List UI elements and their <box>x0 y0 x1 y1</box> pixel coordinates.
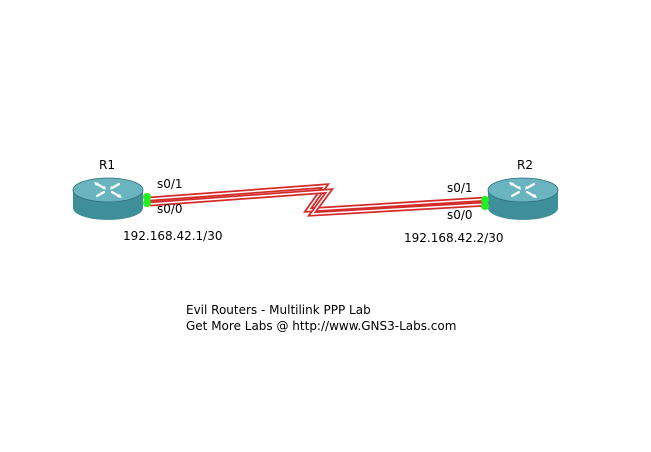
interface-status-dot <box>143 193 151 207</box>
lab-title: Evil Routers - Multilink PPP Lab <box>186 303 371 317</box>
router-icon[interactable] <box>487 177 559 220</box>
router-r2-name: R2 <box>517 158 533 172</box>
interface-status-dot <box>481 196 489 210</box>
r2-interface-s0-0-label: s0/0 <box>447 208 473 222</box>
r1-interface-s0-0-label: s0/0 <box>157 202 183 216</box>
r2-ip-address: 192.168.42.2/30 <box>404 231 504 245</box>
r2-interface-s0-1-label: s0/1 <box>447 181 473 195</box>
router-r1-name: R1 <box>99 158 115 172</box>
r1-interface-s0-1-label: s0/1 <box>157 177 183 191</box>
serial-link-s0-0[interactable] <box>149 188 488 217</box>
lab-url-note: Get More Labs @ http://www.GNS3-Labs.com <box>186 319 457 333</box>
r1-ip-address: 192.168.42.1/30 <box>123 229 223 243</box>
serial-link-s0-1[interactable] <box>149 183 488 213</box>
router-icon[interactable] <box>72 177 144 220</box>
